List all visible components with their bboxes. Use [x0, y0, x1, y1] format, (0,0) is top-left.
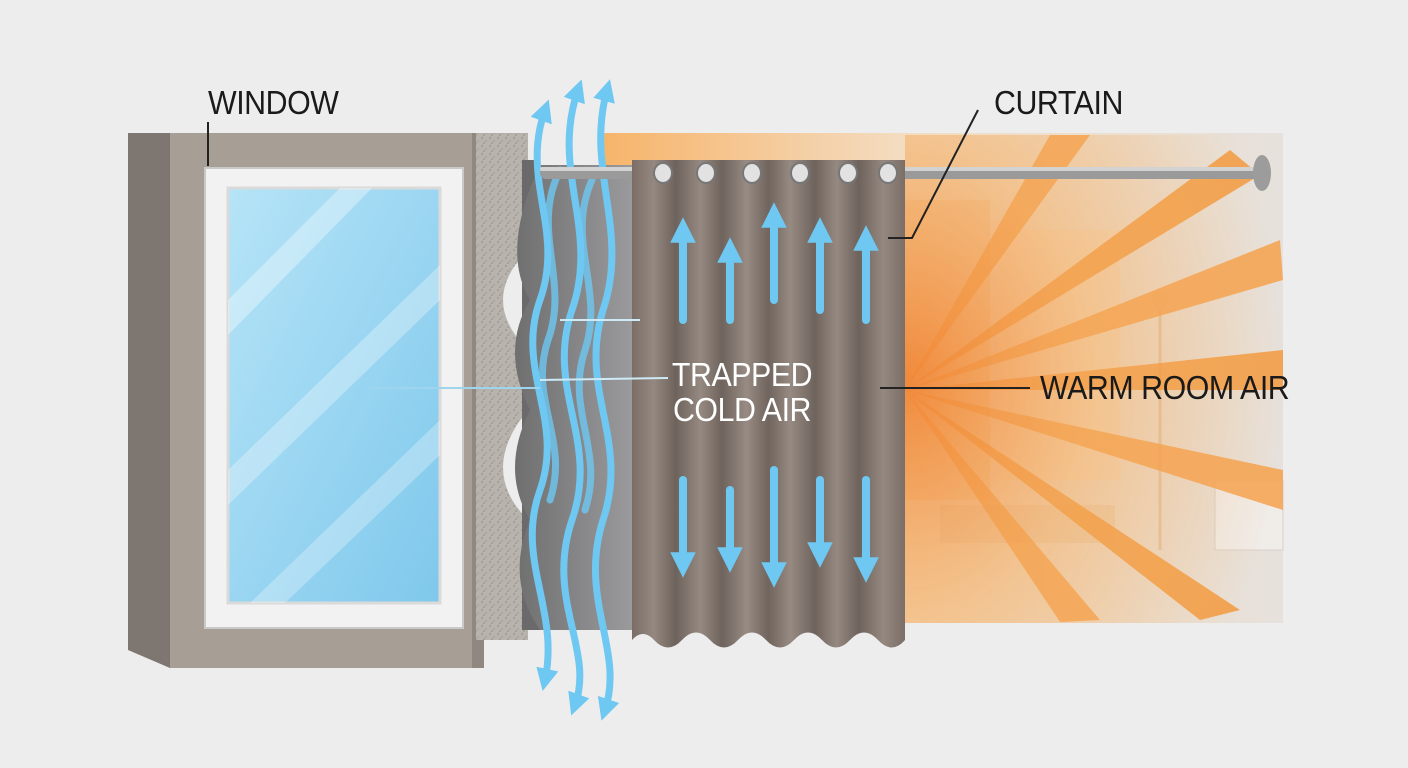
warm-room-air-label: WARM ROOM AIR — [1040, 369, 1290, 406]
leader-lines — [207, 109, 1030, 389]
window — [204, 167, 464, 629]
trapped-cold-air-label: TRAPPED COLD AIR — [668, 356, 815, 428]
up-down-arrow-icon — [670, 202, 879, 588]
curtain — [632, 160, 905, 648]
trapped-air-leader-line — [539, 377, 669, 381]
trapped-label-line-1: TRAPPED — [671, 356, 813, 393]
cold-air-arrows — [528, 79, 620, 721]
warm-air-rays — [905, 135, 1285, 623]
curtain-label: CURTAIN — [994, 84, 1123, 121]
window-label: WINDOW — [208, 84, 339, 121]
trapped-label-line-2: COLD AIR — [672, 390, 812, 428]
curtain-leader-line — [888, 109, 979, 239]
